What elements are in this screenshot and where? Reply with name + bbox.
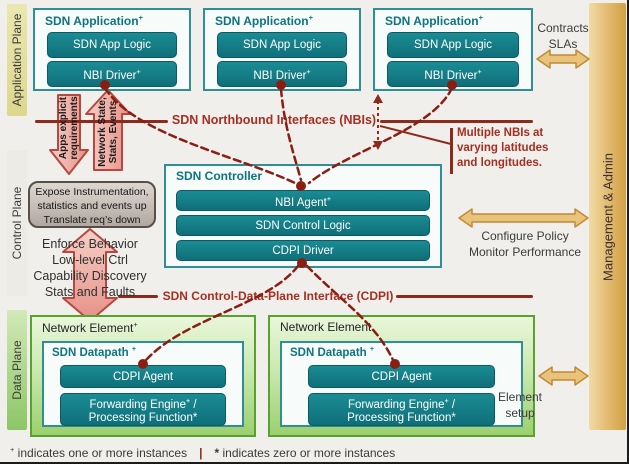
configure-policy-arrow-icon — [458, 208, 589, 228]
cdpi-line-left — [118, 295, 158, 298]
cdpi-interface-label: SDN Control-Data-Plane Interface (CDPI) — [162, 289, 394, 303]
cdpi-driver-box: CDPI Driver — [176, 240, 430, 261]
sdn-application-title: SDN Application+ — [45, 13, 143, 28]
management-admin-bar: Management & Admin — [589, 3, 626, 430]
application-plane-strip: Application Plane — [7, 4, 27, 116]
nbi-driver-box: NBI Driver+ — [387, 61, 519, 87]
nbi-interface-label: SDN Northbound Interfaces (NBIs) — [171, 113, 377, 127]
contracts-slas-arrow-icon — [536, 49, 590, 69]
nbi-driver-box: NBI Driver+ — [47, 61, 177, 87]
legend: + indicates one or more instances|* indi… — [10, 445, 396, 460]
sdn-datapath-title: SDN Datapath + — [290, 345, 375, 359]
sdn-datapath-box: SDN Datapath + CDPI Agent Forwarding Eng… — [42, 341, 244, 427]
span-arrowhead-up — [373, 94, 383, 103]
data-plane-strip: Data Plane — [7, 310, 27, 430]
network-state-label: Network State,Stats, Events — [97, 97, 119, 167]
nbi-line-right — [380, 120, 533, 123]
management-admin-label: Management & Admin — [600, 152, 615, 281]
forwarding-engine-box: Forwarding Engine+ /Processing Function* — [60, 393, 226, 426]
control-plane-strip: Control Plane — [7, 150, 27, 296]
application-plane-label: Application Plane — [10, 13, 24, 107]
sdn-app-logic-box: SDN App Logic — [387, 32, 519, 58]
nbi-driver-box: NBI Driver+ — [217, 61, 347, 87]
sdn-application-box-3: SDN Application+ SDN App Logic NBI Drive… — [373, 8, 533, 91]
sdn-app-logic-box: SDN App Logic — [47, 32, 177, 58]
nbi-agent-box: NBI Agent+ — [176, 190, 430, 211]
cdpi-line-right — [396, 295, 533, 298]
cdpi-agent-box: CDPI Agent — [60, 365, 226, 388]
network-element-box-1: Network Element+ SDN Datapath + CDPI Age… — [30, 315, 256, 437]
sdn-app-logic-box: SDN App Logic — [217, 32, 347, 58]
sdn-control-logic-box: SDN Control Logic — [176, 215, 430, 236]
forwarding-engine-box: Forwarding Engine+ /Processing Function* — [308, 393, 495, 426]
sdn-application-title: SDN Application+ — [215, 13, 313, 28]
expose-instrumentation-box: Expose Instrumentation,statistics and ev… — [28, 181, 156, 228]
cdpi-agent-box: CDPI Agent — [308, 365, 495, 388]
sdn-controller-box: SDN Controller NBI Agent+ SDN Control Lo… — [164, 164, 442, 268]
sdn-controller-title: SDN Controller — [176, 169, 263, 183]
sdn-application-box-2: SDN Application+ SDN App Logic NBI Drive… — [203, 8, 361, 91]
sdn-application-box-1: SDN Application+ SDN App Logic NBI Drive… — [33, 8, 191, 91]
nbi-note-bracket — [450, 128, 453, 174]
span-arrowhead-down — [373, 141, 383, 150]
element-setup-arrow-icon — [538, 366, 589, 386]
sdn-datapath-box: SDN Datapath + CDPI Agent Forwarding Eng… — [280, 341, 523, 427]
sdn-datapath-title: SDN Datapath + — [52, 345, 137, 359]
network-element-title: Network Element+ — [42, 320, 138, 335]
nbi-note-pointer-line — [379, 125, 452, 145]
network-element-title: Network Element — [280, 320, 372, 334]
data-plane-label: Data Plane — [10, 340, 24, 400]
sdn-application-title: SDN Application+ — [385, 13, 483, 28]
